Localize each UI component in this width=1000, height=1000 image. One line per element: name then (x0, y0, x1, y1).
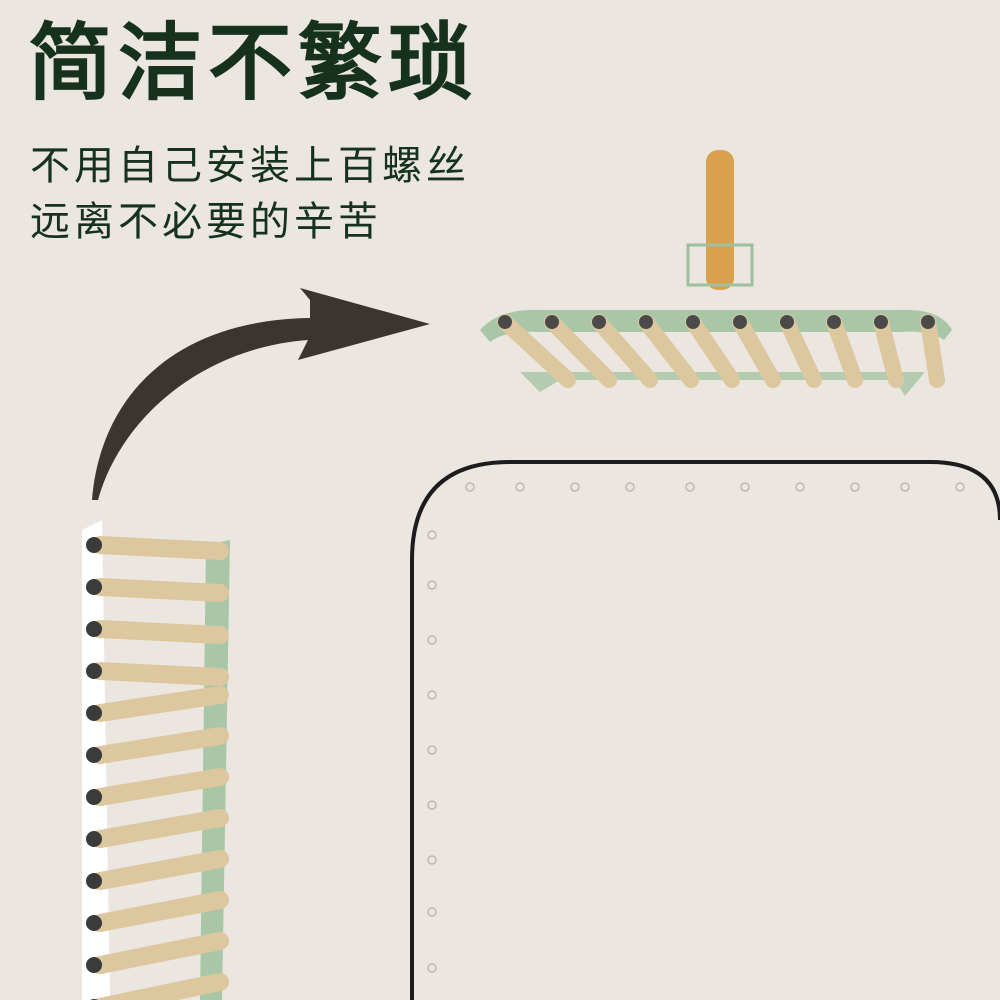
subline-2: 远离不必要的辛苦 (30, 199, 382, 245)
folded-rod (91, 932, 229, 974)
rack-rod-screw (921, 315, 935, 329)
rack-rod-screw (639, 315, 653, 329)
rack-rod (826, 314, 863, 388)
folded-rod (91, 686, 229, 722)
folded-rod-screw (86, 915, 102, 931)
headline-title: 简洁不繁琐 (28, 14, 479, 112)
panel-hole (427, 530, 437, 540)
folded-rod (91, 662, 229, 686)
rack-rod (591, 314, 658, 388)
folded-rod (91, 578, 229, 602)
assembled-rack-icon (480, 150, 952, 396)
folded-rod-screw (86, 621, 102, 637)
panel-hole (427, 745, 437, 755)
panel-hole (625, 482, 635, 492)
rack-rod-screw (780, 315, 794, 329)
folded-rod-screw (86, 957, 102, 973)
folded-rod-screw (86, 873, 102, 889)
rack-rod-screw (733, 315, 747, 329)
panel-hole (955, 482, 965, 492)
panel-hole (427, 963, 437, 973)
panel-hole (685, 482, 695, 492)
rack-rod (497, 314, 576, 388)
subline-1: 不用自己安装上百螺丝 (30, 143, 470, 189)
panel-hole (740, 482, 750, 492)
panel-hole (427, 907, 437, 917)
rack-rod (732, 314, 781, 388)
rack-rod-screw (592, 315, 606, 329)
rack-rod-screw (686, 315, 700, 329)
rack-rod (920, 314, 945, 388)
rack-rod (873, 314, 904, 388)
folded-rod (91, 850, 229, 890)
rack-rod (779, 314, 822, 388)
folded-rod (91, 768, 229, 806)
panel-hole (427, 580, 437, 590)
folded-rod-screw (86, 705, 102, 721)
folded-rod (91, 891, 229, 932)
panel-hole (850, 482, 860, 492)
panel-hole (427, 690, 437, 700)
folded-rod-screw (86, 831, 102, 847)
folded-rod-screw (86, 789, 102, 805)
folded-rod-screw (86, 747, 102, 763)
panel-hole (900, 482, 910, 492)
rack-rod (544, 314, 617, 388)
folded-rod (94, 973, 229, 1000)
rack-rod (638, 314, 699, 388)
panel-hole (427, 800, 437, 810)
rack-rod-screw (498, 315, 512, 329)
curved-arrow-icon (92, 288, 430, 500)
folded-rod (91, 620, 229, 644)
folded-rod-screw (86, 663, 102, 679)
rack-rod (685, 314, 740, 388)
panel-hole (570, 482, 580, 492)
folded-rod (91, 536, 229, 560)
folded-rod (91, 727, 229, 764)
rounded-panel-outline (410, 460, 1000, 1000)
panel-hole (427, 855, 437, 865)
panel-hole (795, 482, 805, 492)
panel-hole (515, 482, 525, 492)
rack-rod-screw (874, 315, 888, 329)
folded-rod (91, 809, 229, 848)
panel-hole (465, 482, 475, 492)
folded-rod-screw (86, 537, 102, 553)
rack-rod-screw (827, 315, 841, 329)
folded-rod-screw (86, 579, 102, 595)
folded-rack-icon (82, 520, 230, 1000)
rack-rod-screw (545, 315, 559, 329)
panel-hole (427, 635, 437, 645)
